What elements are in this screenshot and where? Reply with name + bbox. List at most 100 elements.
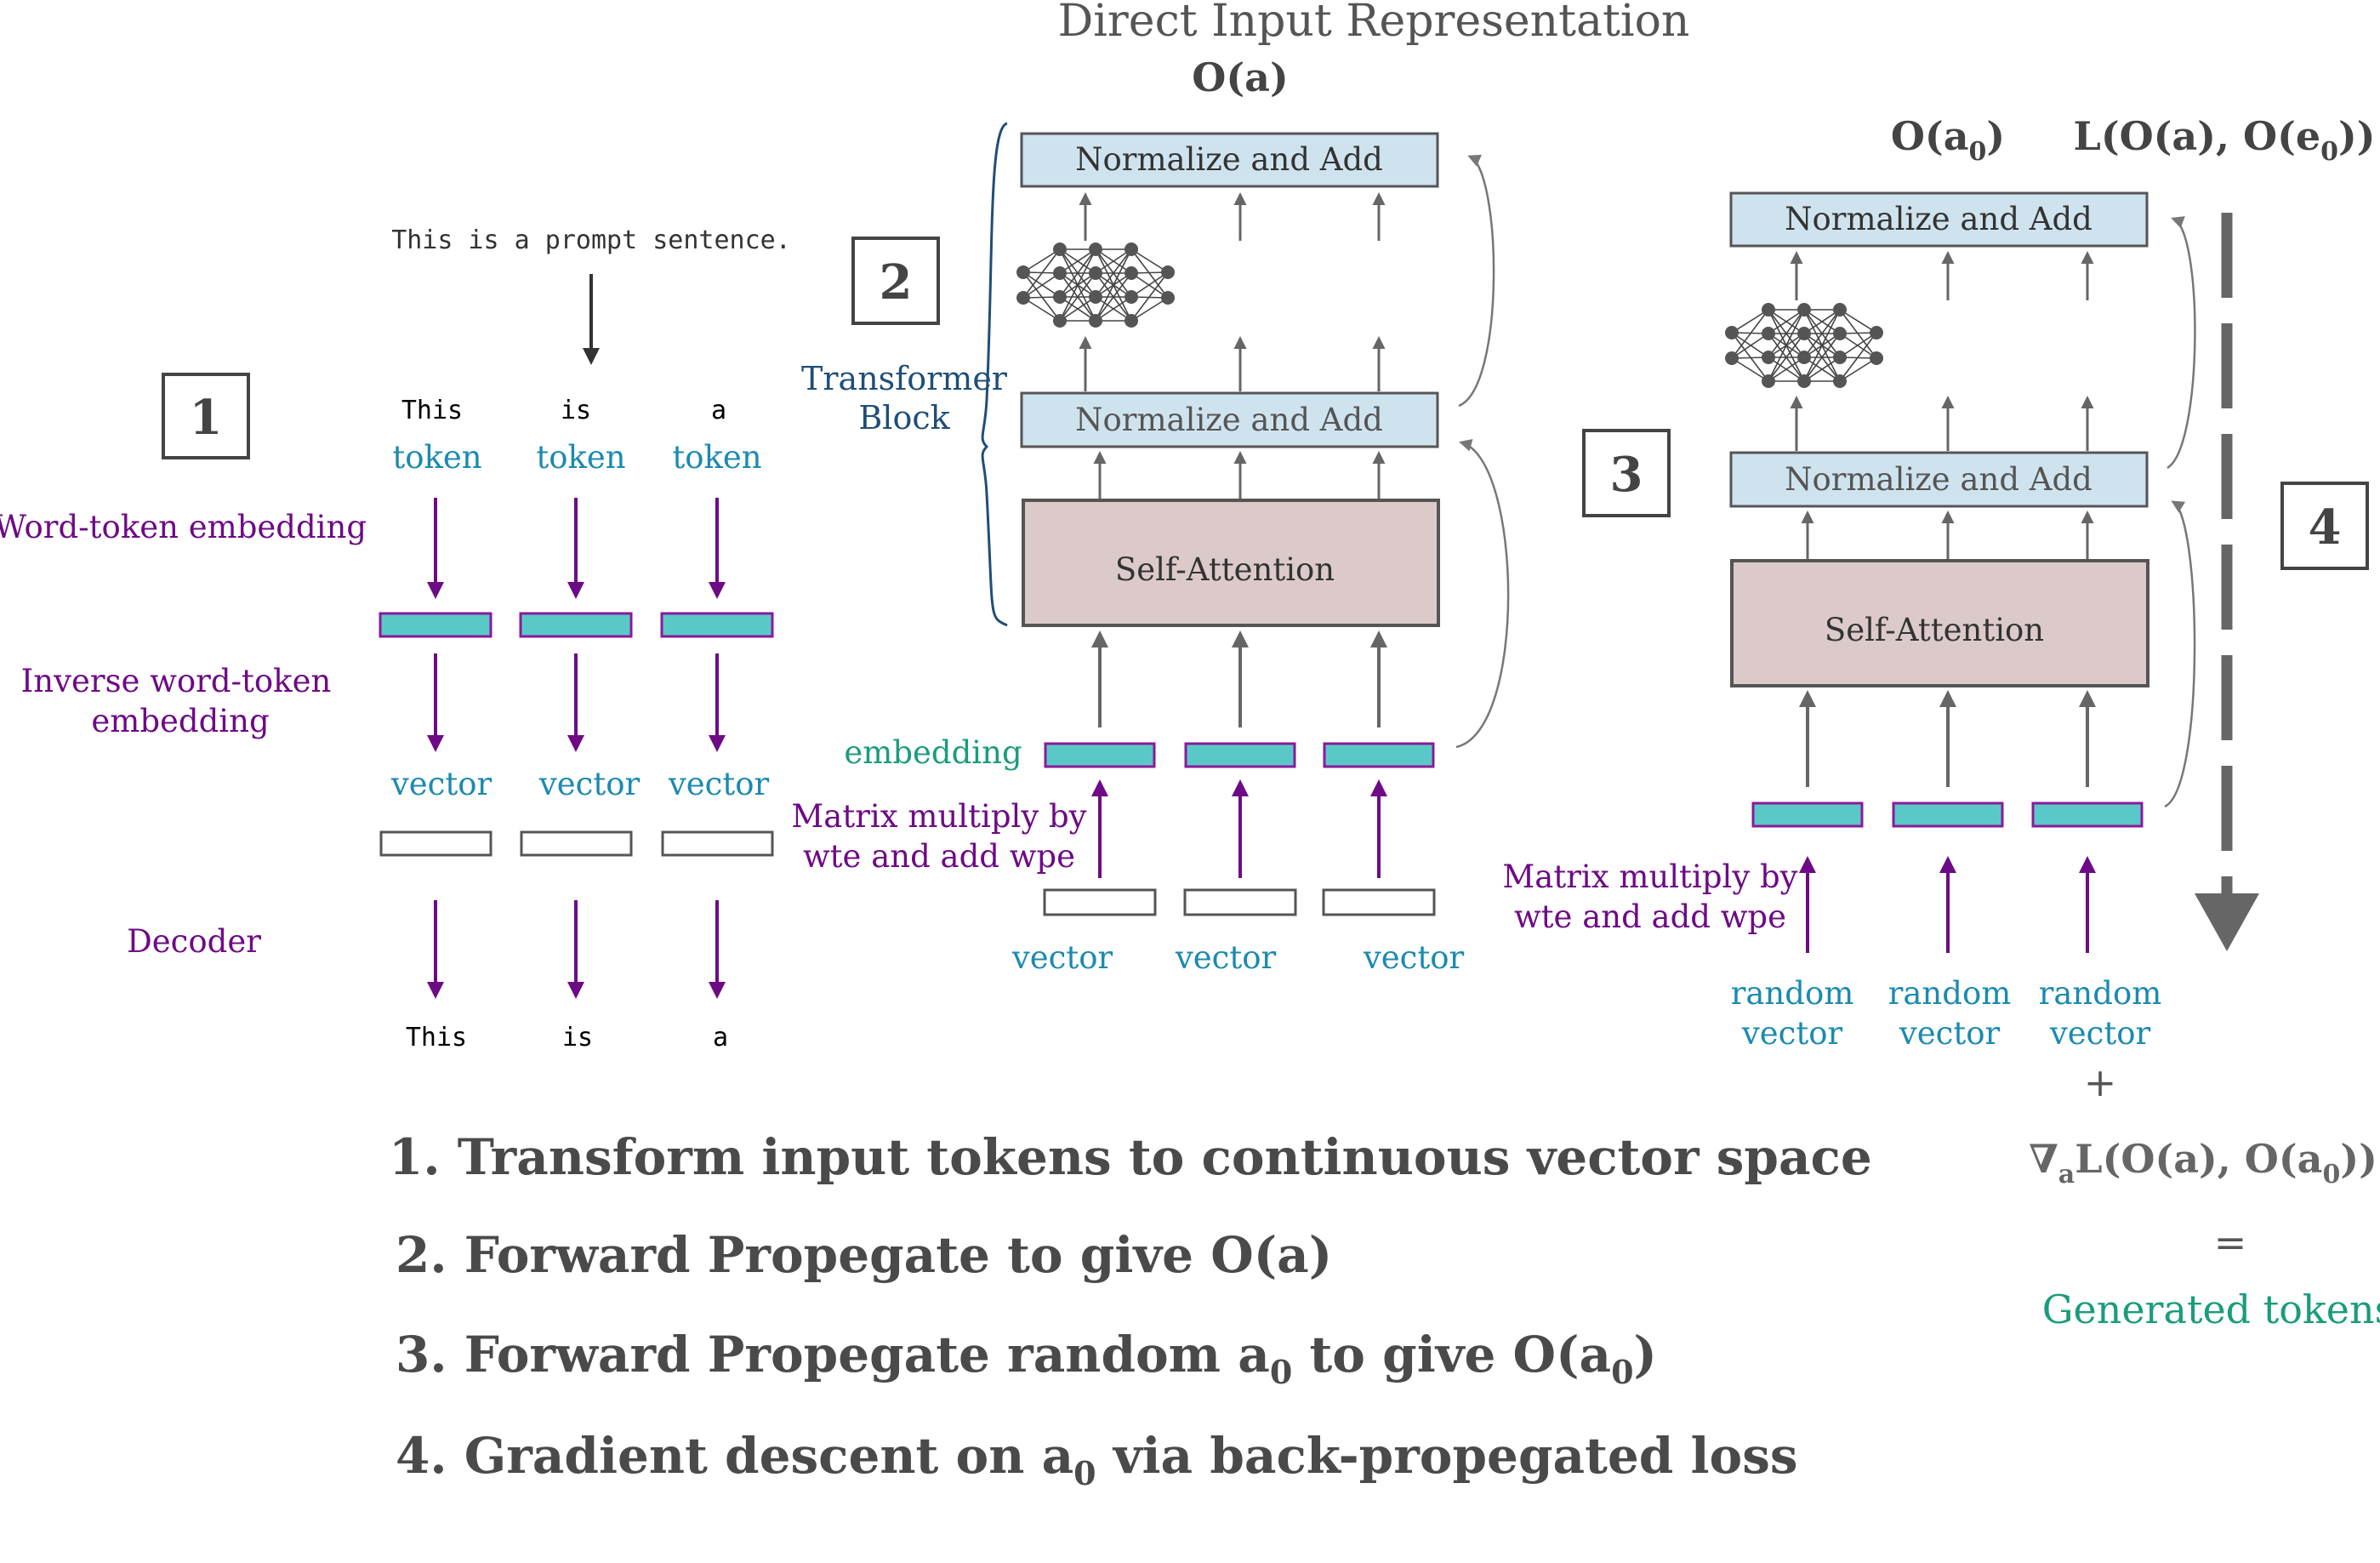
stage-3-embedding-bar-1 — [1892, 801, 2004, 828]
stage-2-nn-edge-0-0-0 — [1022, 248, 1061, 273]
output-word-2: a — [713, 1023, 728, 1052]
wte-embedding-bar-1 — [519, 612, 633, 638]
stage-2-nn-edge-1-2-0 — [1059, 248, 1096, 298]
stage-3-nn-node-1-0 — [1762, 303, 1775, 317]
step-1: 1. Transform input tokens to continuous … — [389, 1128, 1872, 1186]
vector-label-0: vector — [390, 766, 493, 802]
stage-3-nn-edge-3-3-0 — [1839, 332, 1877, 382]
stage-3-embedding-bar-2 — [2031, 801, 2144, 828]
input-word-0: This — [401, 396, 463, 425]
stage-3-nn-node-4-0 — [1870, 326, 1883, 339]
stage-2-matrix-label-2: wte and add wpe — [803, 838, 1075, 875]
stage-2-nn-edge-0-1-0 — [1022, 248, 1061, 299]
stage-2-nn-edge-2-3-1 — [1095, 272, 1132, 322]
step-3: 3. Forward Propegate random a0 to give O… — [396, 1326, 1657, 1391]
stage-2-vector-box-1 — [1183, 888, 1297, 916]
stage-3-residual-upper — [2166, 216, 2196, 470]
stage-2-vector-box-0 — [1043, 888, 1157, 916]
stage-2-embedding-bar-1 — [1184, 742, 1296, 768]
stage-3-nn-node-3-2 — [1833, 351, 1847, 364]
random-label-2: random — [2039, 975, 2162, 1012]
output-word-0: This — [406, 1023, 467, 1052]
stage-2-nn-node-2-2 — [1089, 290, 1102, 304]
stage-3-nn-edge-3-1-1 — [1839, 333, 1877, 359]
stage-2-nn-edge-3-3-1 — [1130, 297, 1169, 322]
stage-4-number: 4 — [2309, 499, 2342, 556]
stage-3-nn-node-3-0 — [1833, 303, 1847, 317]
stage-3-nn-edge-2-3-1 — [1803, 333, 1841, 382]
stage-2-nn-edge-0-1-3 — [1022, 297, 1061, 322]
stage-3-residual-lower — [2164, 500, 2196, 808]
vector-label-2: vector — [668, 766, 770, 802]
stage-1-columns: ThistokenvectorThisistokenvectorisatoken… — [379, 396, 774, 1052]
decoder-input-box-1 — [520, 830, 633, 857]
stage-3-nn-edge-3-0-1 — [1839, 309, 1877, 359]
stage-2-nn-edge-3-2-0 — [1130, 271, 1169, 298]
embedding-label: embedding — [844, 734, 1022, 771]
output-word-1: is — [562, 1023, 593, 1052]
stage-2-nn-node-4-0 — [1161, 265, 1175, 279]
stage-2-nn-edge-2-3-2 — [1095, 296, 1132, 322]
stage-2-nn-node-3-0 — [1125, 242, 1138, 256]
stage-3: 3 O(a0) Normalize and Add Normalize and … — [1502, 113, 2196, 1052]
stage-3-nn-node-0-0 — [1725, 326, 1739, 339]
stage-3-nn-node-2-2 — [1797, 351, 1811, 364]
stage-3-nn-edge-3-0-0 — [1839, 309, 1877, 334]
random-vector-label-0: vector — [1741, 1015, 1843, 1052]
stage-2-nn-node-1-0 — [1053, 242, 1067, 256]
stage-2-nn-node-0-1 — [1016, 291, 1030, 305]
stage-2-nn-edge-0-0-2 — [1022, 271, 1061, 298]
stage-3-nn-node-1-2 — [1762, 351, 1775, 364]
loss-label: L(O(a), O(e0)) — [2073, 113, 2375, 167]
stage-2-nn-node-1-2 — [1053, 290, 1067, 304]
stage-3-nn-edge-1-3-1 — [1768, 333, 1805, 382]
stage-3-nn-edge-2-2-0 — [1803, 309, 1841, 358]
stage-3-embedding-bar-0 — [1751, 801, 1864, 828]
stage-3-nn-edge-0-0-3 — [1731, 332, 1769, 382]
token-label-0: token — [392, 439, 481, 476]
equals-sign: = — [2214, 1219, 2247, 1265]
steps-list: 1. Transform input tokens to continuous … — [389, 1128, 1872, 1492]
stage-2-nn-node-1-3 — [1053, 314, 1067, 328]
stage-3-norm-add-top-label: Normalize and Add — [1785, 201, 2092, 237]
stage-2-nn-node-4-1 — [1161, 291, 1175, 305]
stage-3-nn-edge-1-2-0 — [1768, 309, 1805, 358]
stage-2-nn-edge-3-1-1 — [1130, 272, 1169, 299]
stage-2-nn-edge-2-1-0 — [1095, 248, 1132, 274]
wte-embedding-bar-0 — [379, 612, 493, 638]
stage-3-self-attention-box — [1730, 559, 2149, 687]
stage-2-nn-node-2-1 — [1089, 266, 1102, 280]
stage-2-nn-node-3-3 — [1125, 314, 1138, 328]
input-word-1: is — [561, 396, 591, 425]
input-word-2: a — [711, 396, 726, 425]
stage-2-nn-node-3-1 — [1125, 266, 1138, 280]
step-4: 4. Gradient descent on a0 via back-prope… — [396, 1427, 1798, 1492]
stage-2-nn-edge-3-3-0 — [1130, 271, 1169, 322]
random-vector-label-2: vector — [2049, 1015, 2151, 1052]
generated-tokens-label: Generated tokens — [2042, 1286, 2380, 1332]
random-label-1: random — [1888, 975, 2012, 1012]
stage-3-nn-node-2-1 — [1797, 327, 1811, 340]
stage-3-matrix-label-1: Matrix multiply by — [1502, 859, 1797, 895]
stage-3-norm-add-top-box — [1729, 191, 2149, 248]
stage-2-vector-box-2 — [1322, 888, 1436, 916]
decoder-input-box-2 — [661, 830, 774, 857]
stage-2-nn-node-3-2 — [1125, 290, 1138, 304]
stage-2: 2 O(a) Transformer Block Normalize and A… — [791, 54, 1510, 976]
norm-add-top-box — [1020, 132, 1439, 188]
stage-2-vector-label-1: vector — [1175, 939, 1277, 976]
label-word-token-embedding: Word-token embedding — [0, 509, 367, 545]
stage-3-output-label: O(a0) — [1891, 113, 2005, 167]
label-inverse-wte-1: Inverse word-token — [21, 663, 332, 699]
token-label-1: token — [536, 439, 625, 476]
stage-2-nn-edge-1-3-2 — [1059, 296, 1096, 322]
stage-1: 1 This is a prompt sentence. Word-token … — [0, 225, 791, 1052]
stage-4: 4 L(O(a), O(e0)) + ∇aL(O(a), O(a0)) = Ge… — [2029, 113, 2380, 1332]
plus-sign: + — [2084, 1059, 2117, 1105]
stage-2-feedforward-network — [1016, 242, 1175, 328]
stage-2-number-box — [851, 237, 940, 325]
stage-2-vector-label-2: vector — [1363, 939, 1465, 976]
stage-2-embedding-bar-0 — [1044, 742, 1156, 768]
